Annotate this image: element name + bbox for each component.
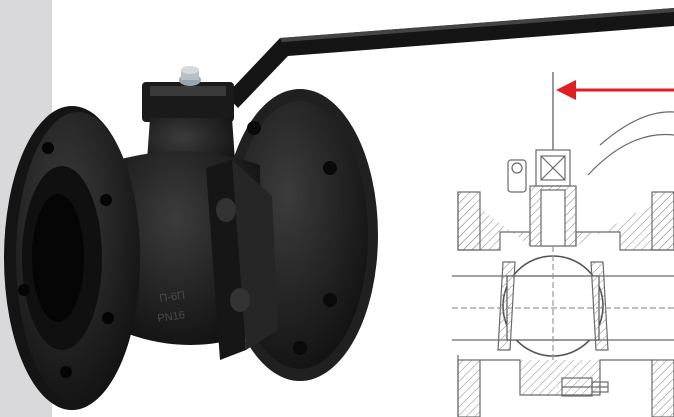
casting-mark-pressure: PN16 xyxy=(157,309,186,325)
red-arrow-icon xyxy=(556,80,674,100)
valve-body: П-6П PN16 xyxy=(118,151,278,360)
valve-handle xyxy=(142,8,674,122)
casting-mark-model: П-6П xyxy=(159,290,186,305)
cross-section-drawing xyxy=(452,72,674,417)
valve-photo: П-6П PN16 xyxy=(4,8,674,410)
inlet-flange xyxy=(4,106,140,410)
stem-nut xyxy=(179,66,201,86)
